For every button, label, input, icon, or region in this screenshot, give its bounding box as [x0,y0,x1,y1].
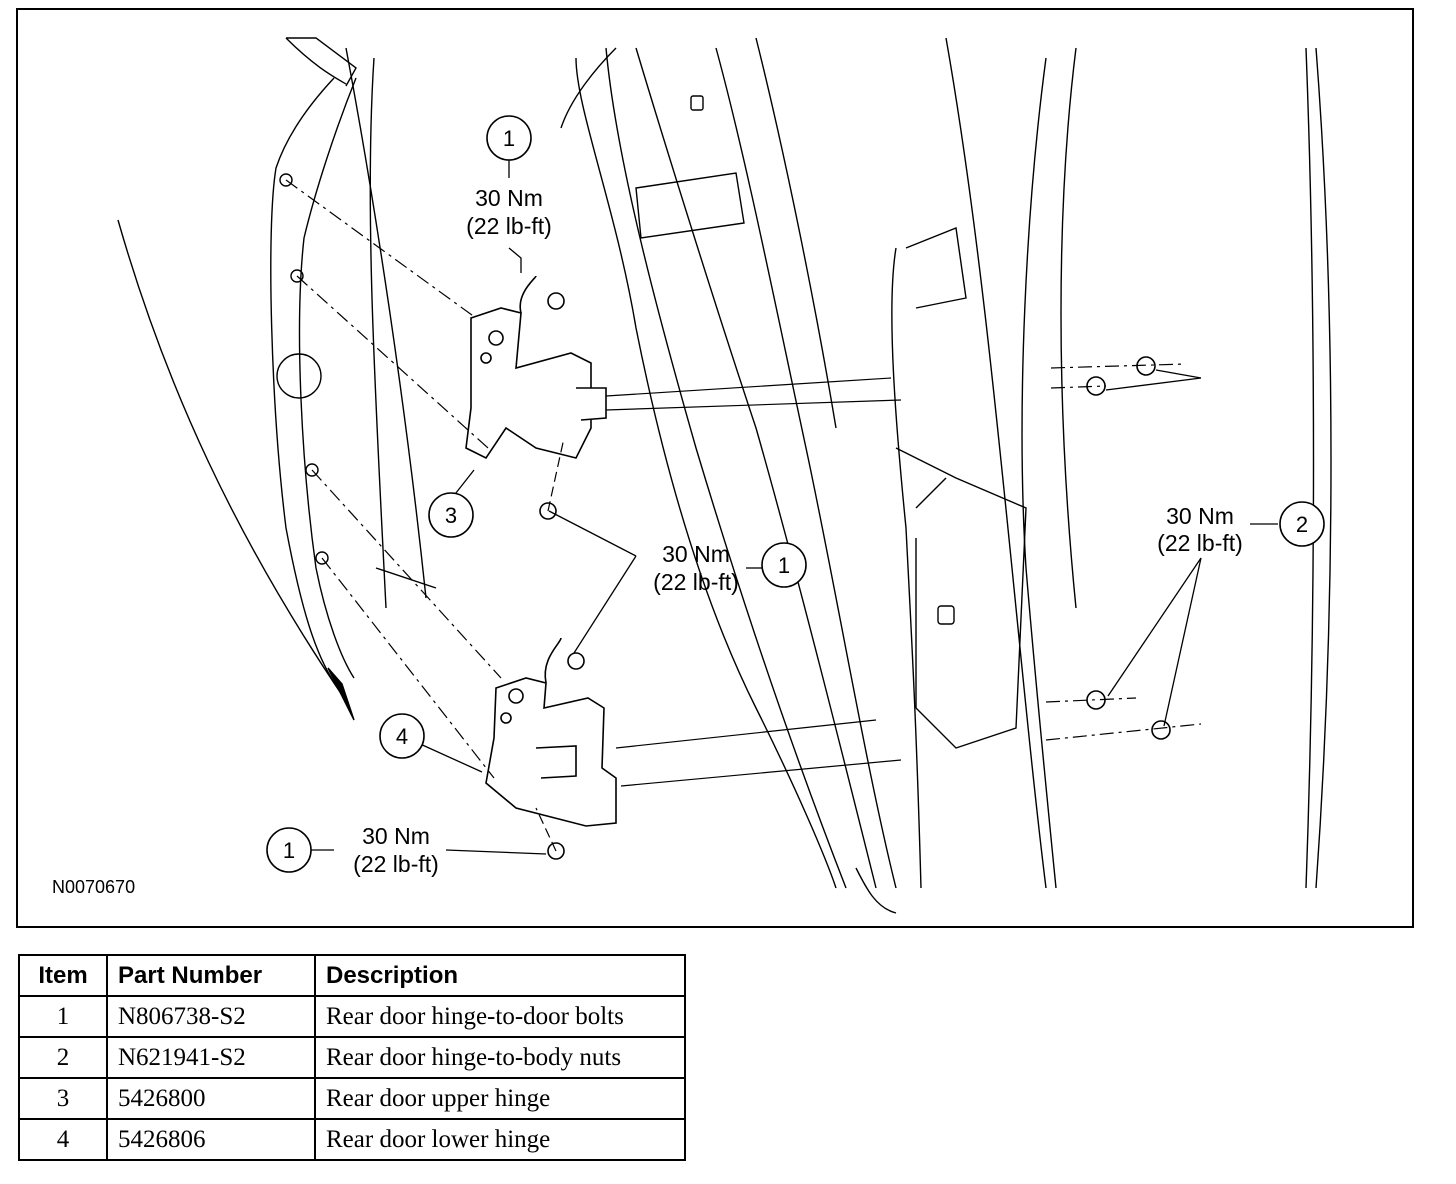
cell-description: Rear door hinge-to-body nuts [314,1036,686,1079]
table-row: 3 5426800 Rear door upper hinge [18,1077,686,1120]
table-row: 4 5426806 Rear door lower hinge [18,1118,686,1161]
cell-part-number: 5426806 [106,1118,316,1161]
callout-circle-nuts [1279,501,1325,547]
torque-nm-nuts: 30 Nm [1166,503,1234,529]
cell-item: 1 [18,995,108,1038]
callout-upper-hinge: 3 [445,503,457,528]
header-description: Description [314,954,686,997]
torque-lbft-bottom: (22 lb-ft) [353,851,439,877]
callout-top-bolt: 1 [503,126,515,151]
callout-circle-upper-hinge [428,492,474,538]
cell-item: 2 [18,1036,108,1079]
bolt-fasteners [539,292,585,860]
callout-mid-bolts: 1 [778,553,790,578]
callout-circle-mid-bolts [761,542,807,588]
callout-bottom-bolt: 1 [283,838,295,863]
callout-circle-top-bolt [486,115,532,161]
header-part-number: Part Number [106,954,316,997]
cell-part-number: 5426800 [106,1077,316,1120]
torque-lbft-nuts: (22 lb-ft) [1157,530,1243,556]
cell-item: 3 [18,1077,108,1120]
figure-frame [16,8,1414,928]
torque-lbft-top: (22 lb-ft) [466,213,552,239]
table-row: 1 N806738-S2 Rear door hinge-to-door bol… [18,995,686,1038]
callout-nuts: 2 [1296,512,1308,537]
callout-circle-bottom-bolt [266,827,312,873]
lower-hinge [485,637,617,827]
header-item: Item [18,954,108,997]
cell-description: Rear door lower hinge [314,1118,686,1161]
cell-part-number: N806738-S2 [106,995,316,1038]
callout-lower-hinge: 4 [396,724,408,749]
torque-nm-top: 30 Nm [475,185,543,211]
cell-item: 4 [18,1118,108,1161]
cell-description: Rear door upper hinge [314,1077,686,1120]
table-header-row: Item Part Number Description [18,954,686,997]
upper-hinge [465,275,607,460]
cell-description: Rear door hinge-to-door bolts [314,995,686,1038]
door-panel-outline [117,37,437,721]
hinge-exploded-view: 1 1 1 2 3 4 30 Nm (22 lb-ft) 30 Nm (22 l… [16,8,1414,928]
figure-id: N0070670 [52,877,135,897]
torque-nm-bottom: 30 Nm [362,823,430,849]
cell-part-number: N621941-S2 [106,1036,316,1079]
body-pillar-outline [560,37,1332,914]
nut-fasteners [1086,356,1171,740]
torque-lbft-mid: (22 lb-ft) [653,569,739,595]
parts-table: Item Part Number Description 1 N806738-S… [18,954,686,1161]
torque-nm-mid: 30 Nm [662,541,730,567]
callout-circle-lower-hinge [379,713,425,759]
alignment-lines [285,179,1202,852]
table-row: 2 N621941-S2 Rear door hinge-to-body nut… [18,1036,686,1079]
